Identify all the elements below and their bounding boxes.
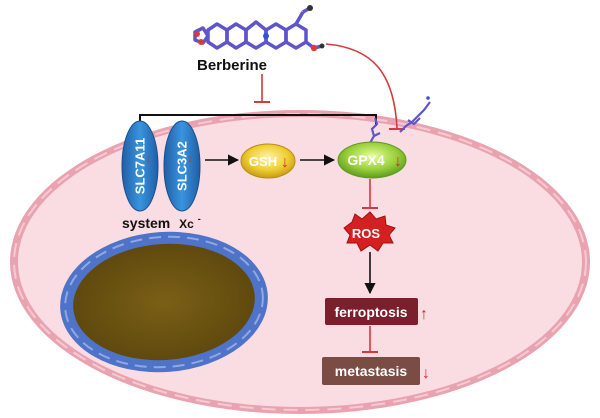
- metastasis-down-arrow: ↓: [422, 365, 430, 382]
- slc7a11-subunit: SLC7A11 ↓: [121, 120, 159, 212]
- ros-label: ROS: [352, 226, 381, 241]
- nucleus-interior: [73, 243, 255, 361]
- gpx4-node: GPX4 ↓: [337, 141, 407, 179]
- metastasis-label: metastasis: [335, 363, 408, 379]
- berberine-molecule: [193, 6, 323, 50]
- slc3a2-label: SLC3A2: [175, 141, 190, 191]
- berberine-atoms: [194, 5, 325, 52]
- system-xc-label: system Xc -: [122, 214, 201, 231]
- gpx4-bound-molecule-icon: [369, 117, 381, 144]
- slc3a2-down-arrow: ↓: [187, 153, 193, 165]
- ferroptosis-node: ferroptosis ↑: [325, 298, 428, 325]
- slc3a2-subunit: SLC3A2 ↓: [163, 120, 201, 212]
- berberine-label: Berberine: [197, 57, 267, 74]
- slc7a11-label: SLC7A11: [133, 138, 148, 194]
- bound-molecule-icon: [399, 96, 431, 133]
- gsh-label: GSH: [249, 154, 277, 169]
- gsh-down-arrow: ↓: [281, 154, 289, 171]
- nucleus-envelope-dashes: [64, 235, 264, 369]
- berberine-gpx4-inhibit-line: [325, 43, 398, 129]
- gpx4-down-arrow: ↓: [394, 153, 402, 170]
- slc7a11-down-arrow: ↓: [145, 153, 151, 165]
- cell-membrane-dashes: [13, 113, 587, 411]
- ferroptosis-up-arrow: ↑: [420, 306, 428, 323]
- xc-superscript: -: [198, 214, 201, 224]
- ros-node: ROS ↑: [343, 211, 396, 252]
- gsh-node: GSH ↓: [240, 143, 296, 179]
- ferroptosis-label: ferroptosis: [334, 304, 407, 320]
- ros-up-arrow: ↑: [387, 224, 394, 240]
- xc-word: Xc: [179, 217, 194, 231]
- metastasis-node: metastasis ↓: [322, 357, 430, 385]
- gpx4-label: GPX4: [347, 152, 385, 168]
- system-word: system: [122, 215, 170, 231]
